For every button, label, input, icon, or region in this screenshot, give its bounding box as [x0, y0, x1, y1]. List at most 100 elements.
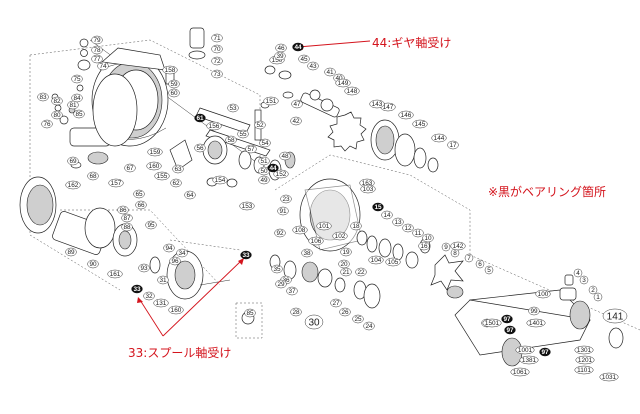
part-number-label: 9 — [444, 244, 448, 251]
part-number-label: 102 — [335, 233, 346, 240]
part-callout-28: 28 — [290, 307, 302, 317]
part-callout-83: 83 — [37, 92, 49, 102]
part-number-label: 15 — [374, 204, 382, 211]
part-callout-161: 161 — [107, 269, 123, 279]
part-callout-152: 152 — [273, 169, 289, 179]
part-callout-157: 157 — [108, 178, 124, 188]
part-number-label: 1501 — [485, 320, 500, 327]
part-number-label: 2 — [591, 287, 595, 294]
part-callout-1381: 1381 — [519, 355, 539, 365]
gear-train — [260, 65, 439, 173]
part-callout-77: 77 — [91, 54, 103, 64]
part-callout-4: 4 — [573, 268, 583, 278]
part-callout-90: 90 — [87, 259, 99, 269]
part-number-label: 51 — [260, 158, 268, 165]
part-callout-45: 45 — [298, 54, 310, 64]
part-number-label: 1 — [596, 294, 600, 301]
part-callout-160: 160 — [146, 161, 162, 171]
part-number-label: 149 — [338, 80, 349, 87]
part-callout-97c: 97 — [539, 347, 551, 357]
part-callout-27: 27 — [330, 298, 342, 308]
part-number-label: 89 — [67, 249, 75, 256]
part-number-label: 158 — [165, 67, 176, 74]
part-number-label: 28 — [292, 309, 300, 316]
part-callout-56: 56 — [194, 143, 206, 153]
part-callout-59: 59 — [168, 79, 180, 89]
part-number-label: 87 — [123, 215, 131, 222]
part-callout-33b: 33 — [240, 250, 252, 260]
part-callout-151: 151 — [263, 96, 279, 106]
part-number-label: 76 — [43, 121, 51, 128]
part-callout-65: 65 — [133, 189, 145, 199]
part-number-label: 77 — [93, 56, 101, 63]
part-callout-33: 33 — [131, 284, 143, 294]
part-number-label: 17 — [449, 142, 457, 149]
part-number-label: 1101 — [577, 367, 591, 374]
part-number-label: 1301 — [577, 347, 592, 354]
part-number-label: 49 — [260, 177, 268, 184]
part-number-label: 74 — [99, 63, 107, 70]
part-85-box — [235, 302, 263, 339]
part-number-label: 75 — [73, 76, 81, 83]
part-number-label: 145 — [415, 121, 426, 128]
part-callout-1501: 1501 — [482, 318, 502, 328]
part-number-label: 54 — [261, 140, 269, 147]
part-callout-93: 93 — [138, 263, 150, 273]
part-number-label: 62 — [172, 180, 180, 187]
part-number-label: 1381 — [522, 357, 537, 364]
black-bearing-legend: ※黒がベアリング箇所 — [488, 185, 607, 199]
part-number-label: 52 — [256, 122, 264, 129]
part-number-label: 147 — [383, 104, 394, 111]
part-callout-14: 14 — [381, 210, 393, 220]
part-number-label: 1061 — [513, 369, 528, 376]
part-callout-11: 11 — [412, 228, 424, 238]
part-number-label: 56 — [196, 145, 204, 152]
part-callout-149: 149 — [335, 78, 351, 88]
part-number-label: 43 — [309, 63, 317, 70]
part-number-label: 33 — [242, 252, 250, 259]
part-number-label: 48 — [281, 153, 289, 160]
part-callout-82: 82 — [51, 96, 63, 106]
part-number-label: 30 — [308, 318, 320, 329]
part-number-label: 99 — [530, 308, 538, 315]
part-callout-41: 41 — [324, 67, 336, 77]
part-number-label: 160 — [149, 163, 160, 170]
part-number-label: 131 — [156, 300, 167, 307]
part-number-label: 67 — [126, 165, 134, 172]
part-number-label: 155 — [157, 173, 168, 180]
part-number-label: 63 — [174, 166, 182, 173]
part-callout-15: 15 — [372, 202, 384, 212]
part-number-label: 84 — [73, 95, 81, 102]
part-number-label: 85 — [75, 111, 83, 118]
part-number-label: 93 — [140, 265, 148, 272]
part-callout-63: 63 — [172, 164, 184, 174]
part-number-label: 53 — [229, 105, 237, 112]
part-number-label: 142 — [453, 243, 464, 250]
part-number-label: 40 — [335, 75, 343, 82]
part-number-label: 159 — [150, 149, 161, 156]
part-callout-85: 85 — [73, 109, 85, 119]
part-number-label: 154 — [215, 177, 226, 184]
part-callout-108: 108 — [292, 225, 308, 235]
part-callout-1201: 1201 — [575, 355, 595, 365]
part-number-label: 104 — [371, 257, 382, 264]
part-number-label: 57 — [247, 146, 255, 153]
part-number-label: 44 — [269, 165, 277, 172]
part-number-label: 1201 — [578, 357, 593, 364]
part-number-label: 14 — [383, 212, 391, 219]
part-number-label: 36 — [282, 277, 290, 284]
part-callout-92: 92 — [274, 228, 286, 238]
part-callout-23: 23 — [280, 194, 292, 204]
part-number-label: 59 — [170, 81, 178, 88]
part-number-label: 90 — [89, 261, 97, 268]
part-callout-153: 153 — [239, 201, 255, 211]
part-number-label: 96 — [171, 258, 179, 265]
part-number-label: 1401 — [529, 320, 544, 327]
part-callout-17: 17 — [447, 140, 459, 150]
part-callout-39: 39 — [274, 51, 286, 61]
part-number-label: 3 — [582, 277, 586, 284]
part-number-label: 55 — [239, 131, 247, 138]
part-number-label: 153 — [242, 203, 253, 210]
